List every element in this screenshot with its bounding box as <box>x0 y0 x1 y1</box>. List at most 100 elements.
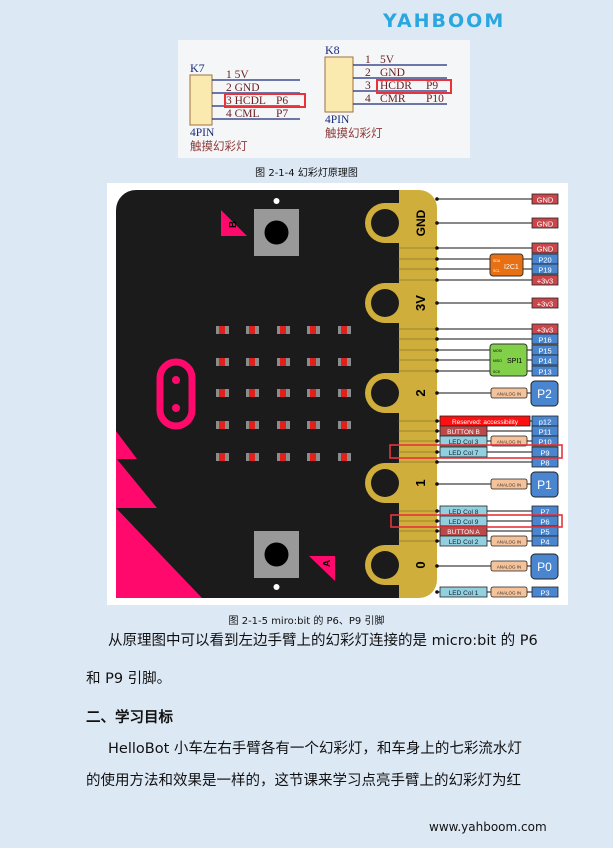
pin-badge <box>531 365 559 377</box>
led-light <box>219 389 225 397</box>
analog-in-badge <box>490 586 528 598</box>
pin-badge <box>530 471 559 498</box>
analog-in-label: ANALOG IN <box>497 392 522 397</box>
pin-dot <box>435 482 439 486</box>
pin-row-p1: P1 ANALOG IN <box>435 471 559 498</box>
led-light <box>310 358 316 366</box>
pin-label: +3v3 <box>537 326 553 335</box>
pin-dot <box>435 267 439 271</box>
k7-pin-4: 4 CML <box>226 108 260 120</box>
led-light <box>310 421 316 429</box>
led-light <box>280 389 286 397</box>
highlight-p6-row <box>390 514 563 528</box>
analog-in-label: ANALOG IN <box>497 440 522 445</box>
pin-dot <box>435 358 439 362</box>
k8-pin-3-io: P9 <box>426 80 438 92</box>
led-light <box>219 453 225 461</box>
pin-badge <box>531 217 559 229</box>
highlight-p9-row <box>389 444 563 459</box>
analog-in-badge <box>490 387 528 399</box>
button-a: A <box>254 531 335 590</box>
figure-caption-microbit: 图 2-1-5 miro:bit 的 P6、P9 引脚 <box>228 616 385 627</box>
paragraph-2-line-1: HelloBot 小车左右手臂各有一个幻彩灯，和车身上的七彩流水灯 <box>108 741 522 757</box>
k7-type: 4PIN <box>190 127 215 139</box>
analog-in-label: ANALOG IN <box>497 565 522 570</box>
k7-name: K7 <box>190 61 205 75</box>
pin-function-badge <box>439 535 488 547</box>
section-heading: 二、学习目标 <box>86 710 173 726</box>
pin-label: P1 <box>537 478 552 492</box>
k7-pin-3-io: P6 <box>276 95 288 107</box>
pin-label: +3v3 <box>537 300 553 309</box>
pin-dot <box>435 429 439 433</box>
led-light <box>249 389 255 397</box>
pin-dot <box>435 301 439 305</box>
pad-hole <box>371 469 399 497</box>
pin-dot <box>435 278 439 282</box>
pin-row-3v3: +3v3 <box>435 323 559 335</box>
i2c-label: I2C1 <box>504 264 519 271</box>
button-a-label: A <box>322 560 333 567</box>
pin-row-p8: P8 <box>435 456 559 468</box>
spi-box: MOSI MISO SCK SPI1 <box>489 343 528 377</box>
pin-badge <box>531 586 559 598</box>
pin-dot <box>435 221 439 225</box>
pin-badge <box>531 274 559 286</box>
led-light <box>280 326 286 334</box>
led-light <box>219 421 225 429</box>
led-light <box>280 453 286 461</box>
pin-label: P11 <box>539 428 552 437</box>
pin-badge <box>531 456 559 468</box>
pin-label: P10 <box>538 438 551 447</box>
led-light <box>341 453 347 461</box>
pin-dot <box>435 348 439 352</box>
k8-pin-4-io: P10 <box>426 93 444 105</box>
k8-pin-1: 1 <box>365 54 371 66</box>
pin-label: P9 <box>540 449 549 458</box>
led-light <box>341 326 347 334</box>
pin-function-label: LED Col 2 <box>449 539 479 546</box>
k8-desc: 触摸幻彩灯 <box>325 126 383 140</box>
button-b: B <box>221 198 299 256</box>
pin-dot <box>435 460 439 464</box>
pin-labels: GNDGNDGNDP20P19+3v3+3v3+3v3P16P15P14P13P… <box>435 193 559 598</box>
k8-pin-3-name: HCDR <box>380 80 412 92</box>
k7-desc: 触摸幻彩灯 <box>190 139 248 153</box>
pin-dot <box>435 519 439 523</box>
pin-label: P6 <box>540 518 549 527</box>
schematic-svg: K7 1 5V 2 GND 3 HCDL P6 4 CML P7 4PIN 触摸… <box>189 43 452 153</box>
pin-label: P20 <box>538 256 551 265</box>
led-light <box>310 326 316 334</box>
k8-pin-4-name: CMR <box>380 93 406 105</box>
pin-row-p16: P16 <box>435 333 559 345</box>
pad-label: 2 <box>413 389 428 396</box>
led-light <box>341 358 347 366</box>
pin-function-label: Reserved: accessibility <box>452 419 519 426</box>
led-light <box>219 358 225 366</box>
analog-in-badge <box>490 435 528 447</box>
pin-dot <box>435 539 439 543</box>
pin-dot <box>435 369 439 373</box>
analog-in-badge <box>490 560 528 572</box>
pin-label: +3v3 <box>537 277 553 286</box>
pin-function-badge <box>439 435 488 447</box>
pin-dot <box>435 327 439 331</box>
pin-badge <box>531 333 559 345</box>
analog-in-label: ANALOG IN <box>497 483 522 488</box>
paragraph-1-line-1: 从原理图中可以看到左边手臂上的幻彩灯连接的是 micro:bit 的 P6 <box>108 633 538 649</box>
pin-function-label: LED Col 1 <box>449 590 479 597</box>
k8-type: 4PIN <box>325 114 350 126</box>
paragraph-2-line-2: 的使用方法和效果是一样的，这节课来学习点亮手臂上的幻彩灯为红 <box>86 773 521 789</box>
k8-pin-4: 4 <box>365 93 371 105</box>
pin-badge <box>531 535 559 547</box>
pad-label: 3V <box>413 295 428 311</box>
pin-label: P3 <box>540 589 549 598</box>
led-light <box>341 389 347 397</box>
pin-function-badge <box>439 586 488 598</box>
